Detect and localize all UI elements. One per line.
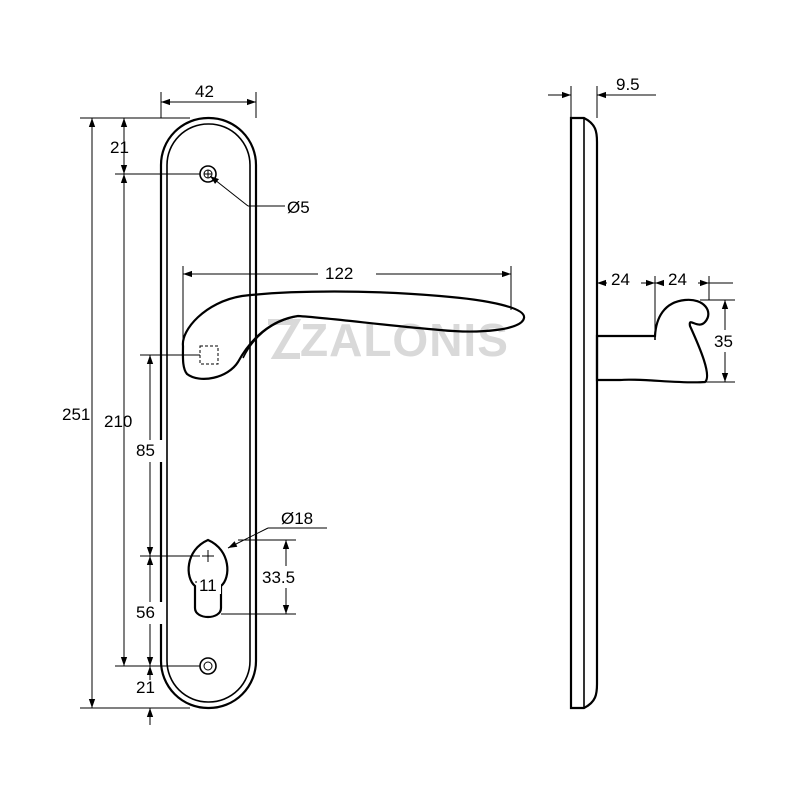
- dim-cylinder-width: 11: [199, 576, 217, 595]
- backplate-outline: [159, 116, 258, 710]
- dim-lever-length: 122: [325, 264, 353, 283]
- watermark-logo: ZALONIS: [268, 314, 509, 366]
- side-view: 9.5 24 24 35: [548, 75, 744, 710]
- dim-cylinder-diameter: Ø18: [281, 509, 313, 528]
- dim-lever-to-cylinder: 85: [136, 441, 155, 460]
- dim-cylinder-to-screw: 56: [136, 603, 155, 622]
- dim-total-height: 251: [62, 405, 90, 424]
- spindle-square: [199, 345, 219, 365]
- front-view: 42 251 21 210 Ø5 122 85 56: [62, 82, 526, 725]
- dim-bottom-offset: 21: [136, 678, 155, 697]
- dim-grip-height: 35: [714, 332, 733, 351]
- watermark-text: ZALONIS: [300, 314, 509, 366]
- lever-handle: [181, 290, 526, 380]
- lever-neck-edge: [242, 315, 299, 359]
- lever-profile: [595, 298, 710, 384]
- dim-top-offset: 21: [110, 138, 129, 157]
- dim-grip-depth: 24: [668, 270, 687, 289]
- bottom-screw-icon: [199, 657, 217, 675]
- dim-plate-width: 42: [195, 82, 214, 101]
- dim-lever-offset: 24: [611, 270, 630, 289]
- leader-screw-diameter: [209, 175, 249, 207]
- dim-cylinder-height: 33.5: [262, 568, 295, 587]
- cylinder-keyhole: [187, 538, 229, 619]
- top-screw-icon: [199, 165, 217, 183]
- dim-plate-thickness: 9.5: [616, 75, 640, 94]
- dim-screw-diameter: Ø5: [287, 198, 310, 217]
- backplate-inner-outline: [166, 123, 251, 703]
- dim-screw-spacing: 210: [104, 412, 132, 431]
- backplate-profile: [569, 116, 599, 710]
- leader-cylinder-diameter: [227, 527, 269, 549]
